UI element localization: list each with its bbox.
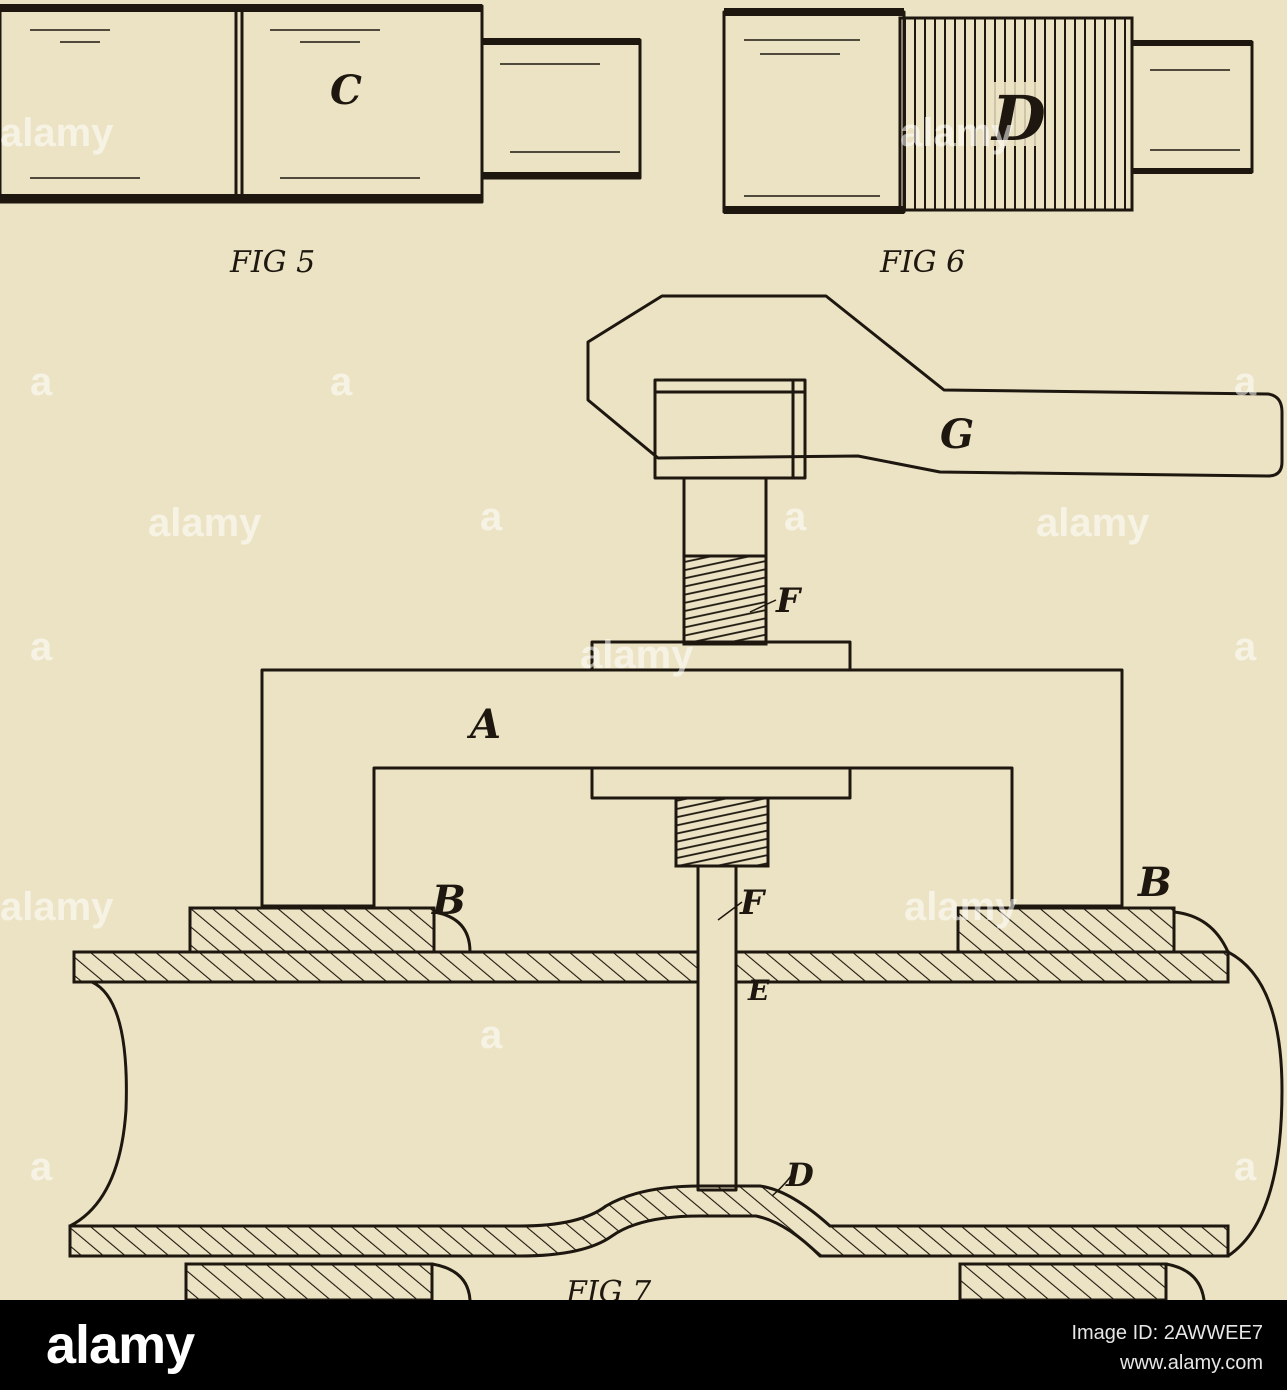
watermark-text: alamy xyxy=(904,885,1018,929)
stock-footer-bar: alamy Image ID: 2AWWEE7 www.alamy.com xyxy=(0,1300,1287,1390)
label-f-lower: F xyxy=(739,883,767,923)
watermark-text: alamy xyxy=(0,885,114,929)
screw-head xyxy=(653,378,807,480)
watermark-text: alamy xyxy=(0,111,114,155)
watermark-mark: a xyxy=(30,1145,53,1189)
image-id: Image ID: 2AWWEE7 xyxy=(1071,1322,1263,1344)
watermark-mark: a xyxy=(1234,1145,1257,1189)
fig6-threaded-nipple: D FIG 6 xyxy=(722,8,1254,280)
label-d: D xyxy=(785,1156,814,1194)
lower-screw-thread xyxy=(674,796,770,868)
watermark-mark: a xyxy=(480,495,503,539)
fig5-caption: FIG 5 xyxy=(229,245,315,280)
alamy-logo[interactable]: alamy xyxy=(46,1315,195,1375)
tube-left-end xyxy=(68,980,128,1228)
tube-wall-top-right xyxy=(734,950,1230,984)
watermark-mark: a xyxy=(330,360,353,404)
patent-drawing: C FIG 5 D FIG 6 G F xyxy=(0,0,1287,1300)
fig5-coupling: C FIG 5 xyxy=(0,4,642,280)
watermark-mark: a xyxy=(30,360,53,404)
watermark-text: alamy xyxy=(900,111,1014,155)
fig7-tool: G F A F E B B D xyxy=(68,294,1284,1300)
upper-screw-thread xyxy=(682,554,768,646)
watermark-mark: a xyxy=(784,495,807,539)
label-f-upper: F xyxy=(775,581,803,621)
pad-b-left xyxy=(188,906,436,954)
watermark-text: alamy xyxy=(1036,501,1150,545)
fig7-caption: FIG 7 xyxy=(565,1275,652,1300)
tube-right-end xyxy=(1226,950,1284,1258)
site-url[interactable]: www.alamy.com xyxy=(1120,1352,1263,1374)
watermark-overlay: alamy alamy alamy alamy alamy alamy alam… xyxy=(0,111,1257,1189)
fig5-part-label: C xyxy=(330,67,362,114)
label-b-left: B xyxy=(431,877,466,924)
watermark-mark: a xyxy=(1234,360,1257,404)
watermark-text: alamy xyxy=(580,633,694,677)
watermark-mark: a xyxy=(30,625,53,669)
drawing-canvas: C FIG 5 D FIG 6 G F xyxy=(0,4,1284,1300)
fig6-part-label: D xyxy=(990,82,1046,155)
tube-wall-top-left xyxy=(72,950,700,984)
watermark-mark: a xyxy=(480,1013,503,1057)
wrench-outline xyxy=(586,294,1284,478)
fig6-caption: FIG 6 xyxy=(879,245,965,280)
watermark-text: alamy xyxy=(148,501,262,545)
label-a: A xyxy=(466,701,501,748)
plunger-rod xyxy=(696,864,738,1192)
tube-wall-bottom xyxy=(68,1184,1230,1258)
label-b-right: B xyxy=(1137,859,1172,906)
watermark-mark: a xyxy=(1234,625,1257,669)
yoke-a xyxy=(260,668,1124,908)
image-info: Image ID: 2AWWEE7 www.alamy.com xyxy=(1071,1318,1263,1378)
label-g: G xyxy=(940,411,974,458)
